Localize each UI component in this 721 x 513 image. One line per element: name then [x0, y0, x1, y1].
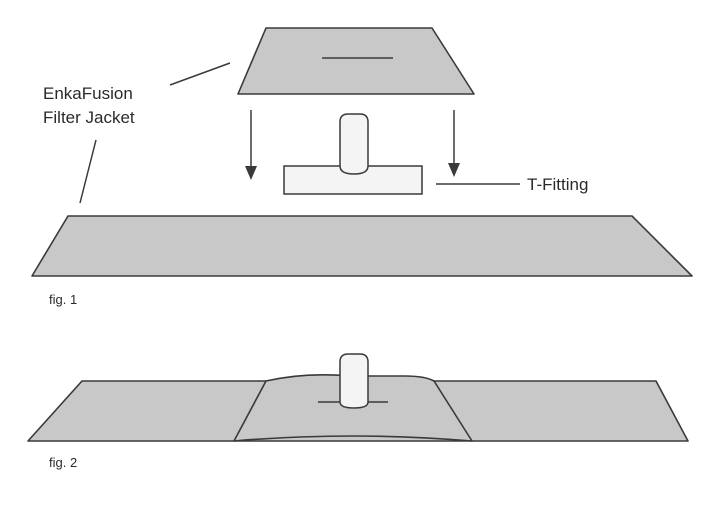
figure-1: T-Fitting EnkaFusion Filter Jacket fig. … — [31, 27, 693, 307]
assembled-fitting-stem — [339, 353, 369, 409]
jacket-label-line1: EnkaFusion — [43, 84, 133, 103]
jacket-label-line2: Filter Jacket — [43, 108, 135, 127]
fig2-label: fig. 2 — [49, 455, 77, 470]
t-fitting-label: T-Fitting — [527, 175, 588, 194]
base-panel — [31, 215, 693, 277]
t-fitting — [283, 113, 423, 195]
fig1-label: fig. 1 — [49, 292, 77, 307]
arrow-left — [245, 110, 257, 180]
arrow-right — [448, 110, 460, 177]
figure-2: fig. 2 — [27, 353, 689, 470]
filter-jacket-panel — [237, 27, 475, 95]
jacket-leader-bottom — [79, 139, 97, 204]
jacket-leader-top — [169, 62, 231, 86]
